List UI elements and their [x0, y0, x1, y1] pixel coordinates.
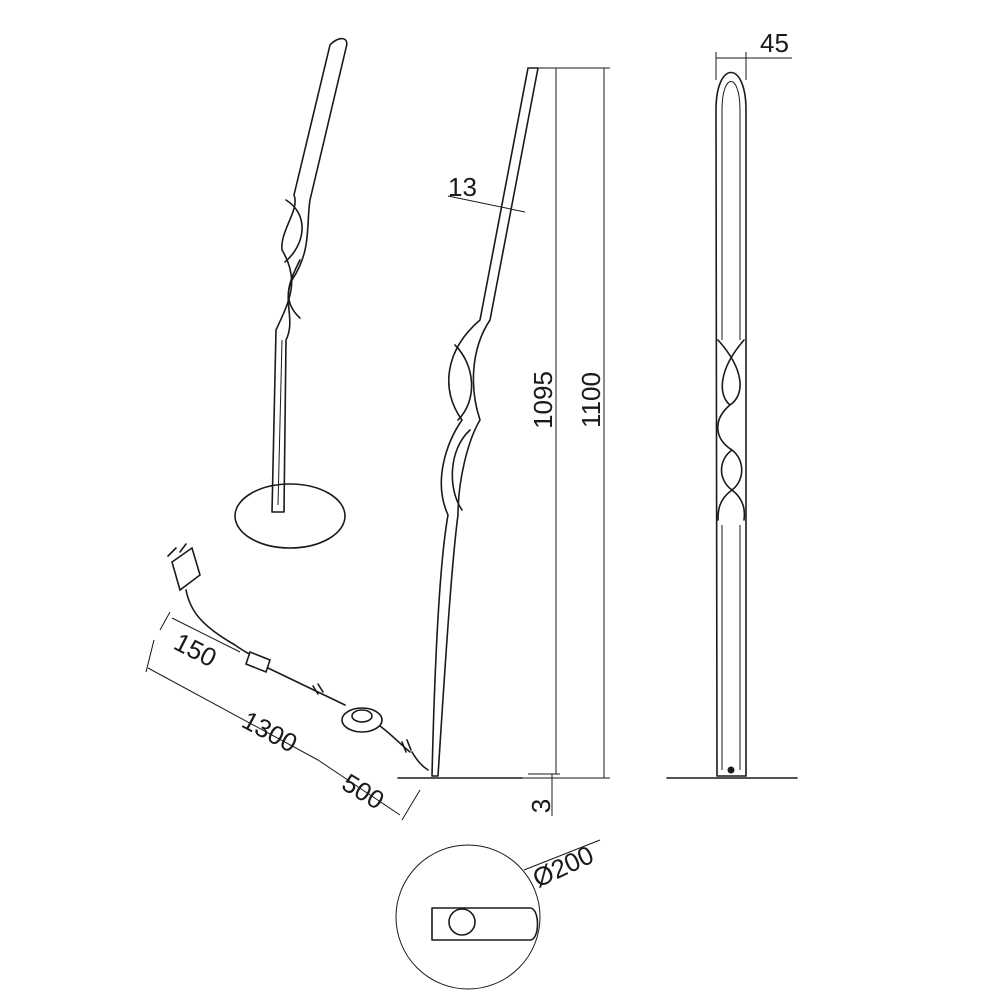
dim-500-line [317, 759, 401, 816]
side-shaft [431, 67, 539, 777]
top-view-twist [448, 908, 476, 936]
dim-1300-ext-left [145, 639, 155, 673]
perspective-shaft-inner [277, 339, 283, 506]
side-twist-line-2 [451, 429, 471, 511]
side-view: 1100 1095 3 13 [397, 67, 610, 816]
foot-switch [341, 707, 383, 733]
perspective-shaft [271, 37, 348, 513]
dim-1300-label: 1300 [237, 705, 302, 759]
perspective-base-disc [234, 483, 346, 549]
front-shaft-inner [721, 81, 741, 340]
plug-pin-2 [179, 543, 187, 553]
cable-break-mark-2 [401, 739, 412, 753]
cable-break-mark [312, 683, 324, 695]
dim-13-line [447, 195, 526, 213]
front-shaft-outer [715, 71, 747, 777]
dim-150-line [171, 617, 241, 653]
top-view-profile [431, 907, 539, 941]
cable-assembly: 150 1300 500 [145, 543, 421, 821]
dim-diameter-line [523, 839, 601, 871]
dim-500-label: 500 [337, 767, 390, 815]
cable-connector-to-switch [267, 667, 346, 706]
front-shaft-lower-inner [721, 525, 741, 770]
front-view: 45 [666, 28, 798, 779]
dim-diameter-label: Ø200 [528, 839, 598, 893]
dim-1100-label: 1100 [576, 372, 606, 428]
perspective-twist-line-1 [284, 199, 303, 263]
side-twist-line-1 [454, 344, 473, 421]
dim-150-ext [159, 611, 171, 631]
side-cable-exit [411, 751, 429, 771]
dim-3-label: 3 [526, 799, 556, 813]
front-switch-dot [727, 766, 735, 774]
power-plug [171, 546, 201, 592]
plug-pin-1 [167, 547, 177, 557]
dim-1095-label: 1095 [528, 371, 558, 429]
base-circle [395, 844, 541, 990]
foot-switch-top [351, 709, 373, 723]
top-view: Ø200 [395, 839, 601, 990]
dim-500-ext [401, 789, 421, 821]
dim-150-label: 150 [169, 627, 221, 673]
perspective-twist-line-2 [287, 259, 301, 319]
dim-13-label: 13 [448, 172, 477, 202]
inline-connector [245, 650, 271, 674]
perspective-view [234, 37, 348, 549]
dim-45-label: 45 [760, 28, 789, 58]
front-twist [717, 339, 746, 521]
dim-1300-line [147, 667, 319, 761]
cable-switch-to-lamp [379, 725, 411, 753]
